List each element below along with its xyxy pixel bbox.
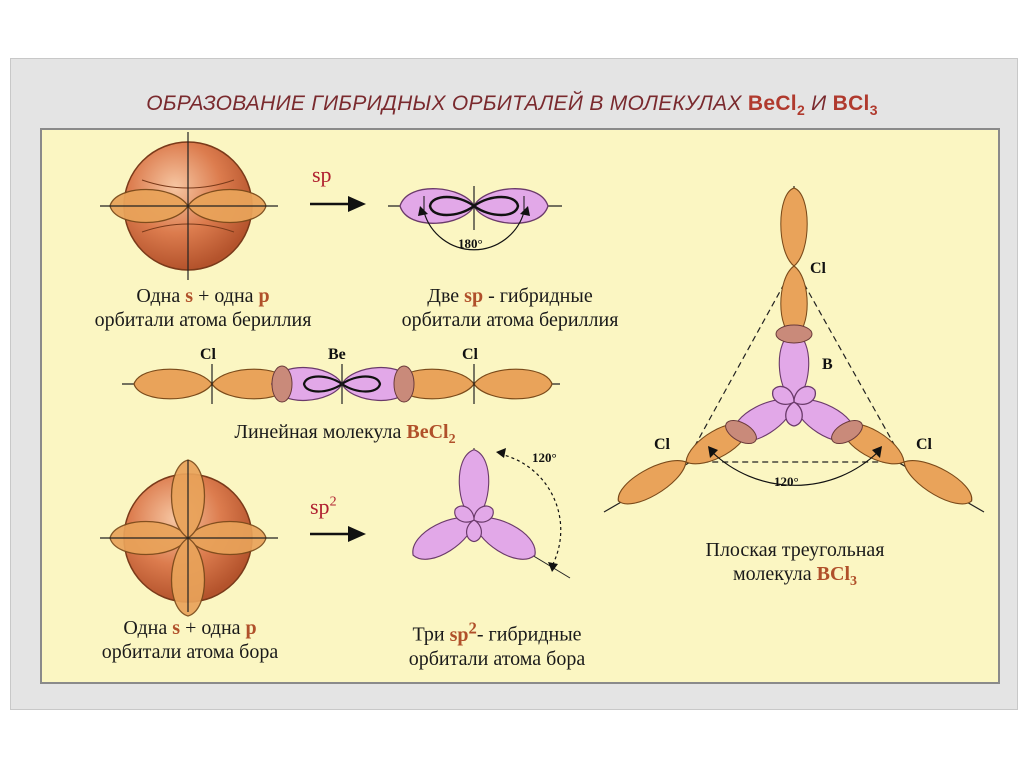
angle-120-sp2-label: 120° — [532, 450, 557, 465]
atom-cl-bottom-left: Cl — [654, 436, 670, 453]
angle-180-label: 180° — [458, 236, 483, 251]
planar-molecule-caption: Плоская треугольная молекула BCl3 — [705, 539, 885, 589]
sp2-arrow — [310, 526, 366, 542]
b-atom-caption: Одна s + одна p орбитали атома бора — [101, 617, 279, 663]
linear-molecule-caption: Линейная молекула BeCl2 — [234, 421, 456, 447]
be-sp-hybrid-orbitals — [388, 186, 562, 251]
sp-label: sp — [312, 162, 332, 187]
b-atom-s-p-orbitals — [100, 459, 278, 617]
atom-cl-bottom-right: Cl — [916, 436, 932, 453]
atom-cl-left: Cl — [200, 346, 216, 363]
becl2-linear-molecule — [122, 364, 560, 404]
atom-b: B — [822, 356, 833, 373]
be-atom-caption: Одна s + одна p орбитали атома бериллия — [94, 285, 312, 331]
be-atom-s-p-orbitals — [100, 132, 278, 280]
b-sp2-hybrid-orbitals — [405, 448, 571, 579]
sp2-label: sp2 — [310, 494, 337, 519]
atom-cl-right: Cl — [462, 346, 478, 363]
sp-arrow — [310, 196, 366, 212]
be-hybrid-caption: Две sp - гибридные орбитали атома берилл… — [401, 285, 619, 331]
atom-be: Be — [328, 346, 346, 363]
b-hybrid-caption: Три sp2- гибридные орбитали атома бора — [408, 618, 586, 670]
atom-cl-top: Cl — [810, 260, 826, 277]
bcl3-planar-molecule — [603, 186, 985, 514]
page-title: ОБРАЗОВАНИЕ ГИБРИДНЫХ ОРБИТАЛЕЙ В МОЛЕКУ… — [146, 92, 878, 119]
angle-120-bcl3-label: 120° — [774, 474, 799, 489]
